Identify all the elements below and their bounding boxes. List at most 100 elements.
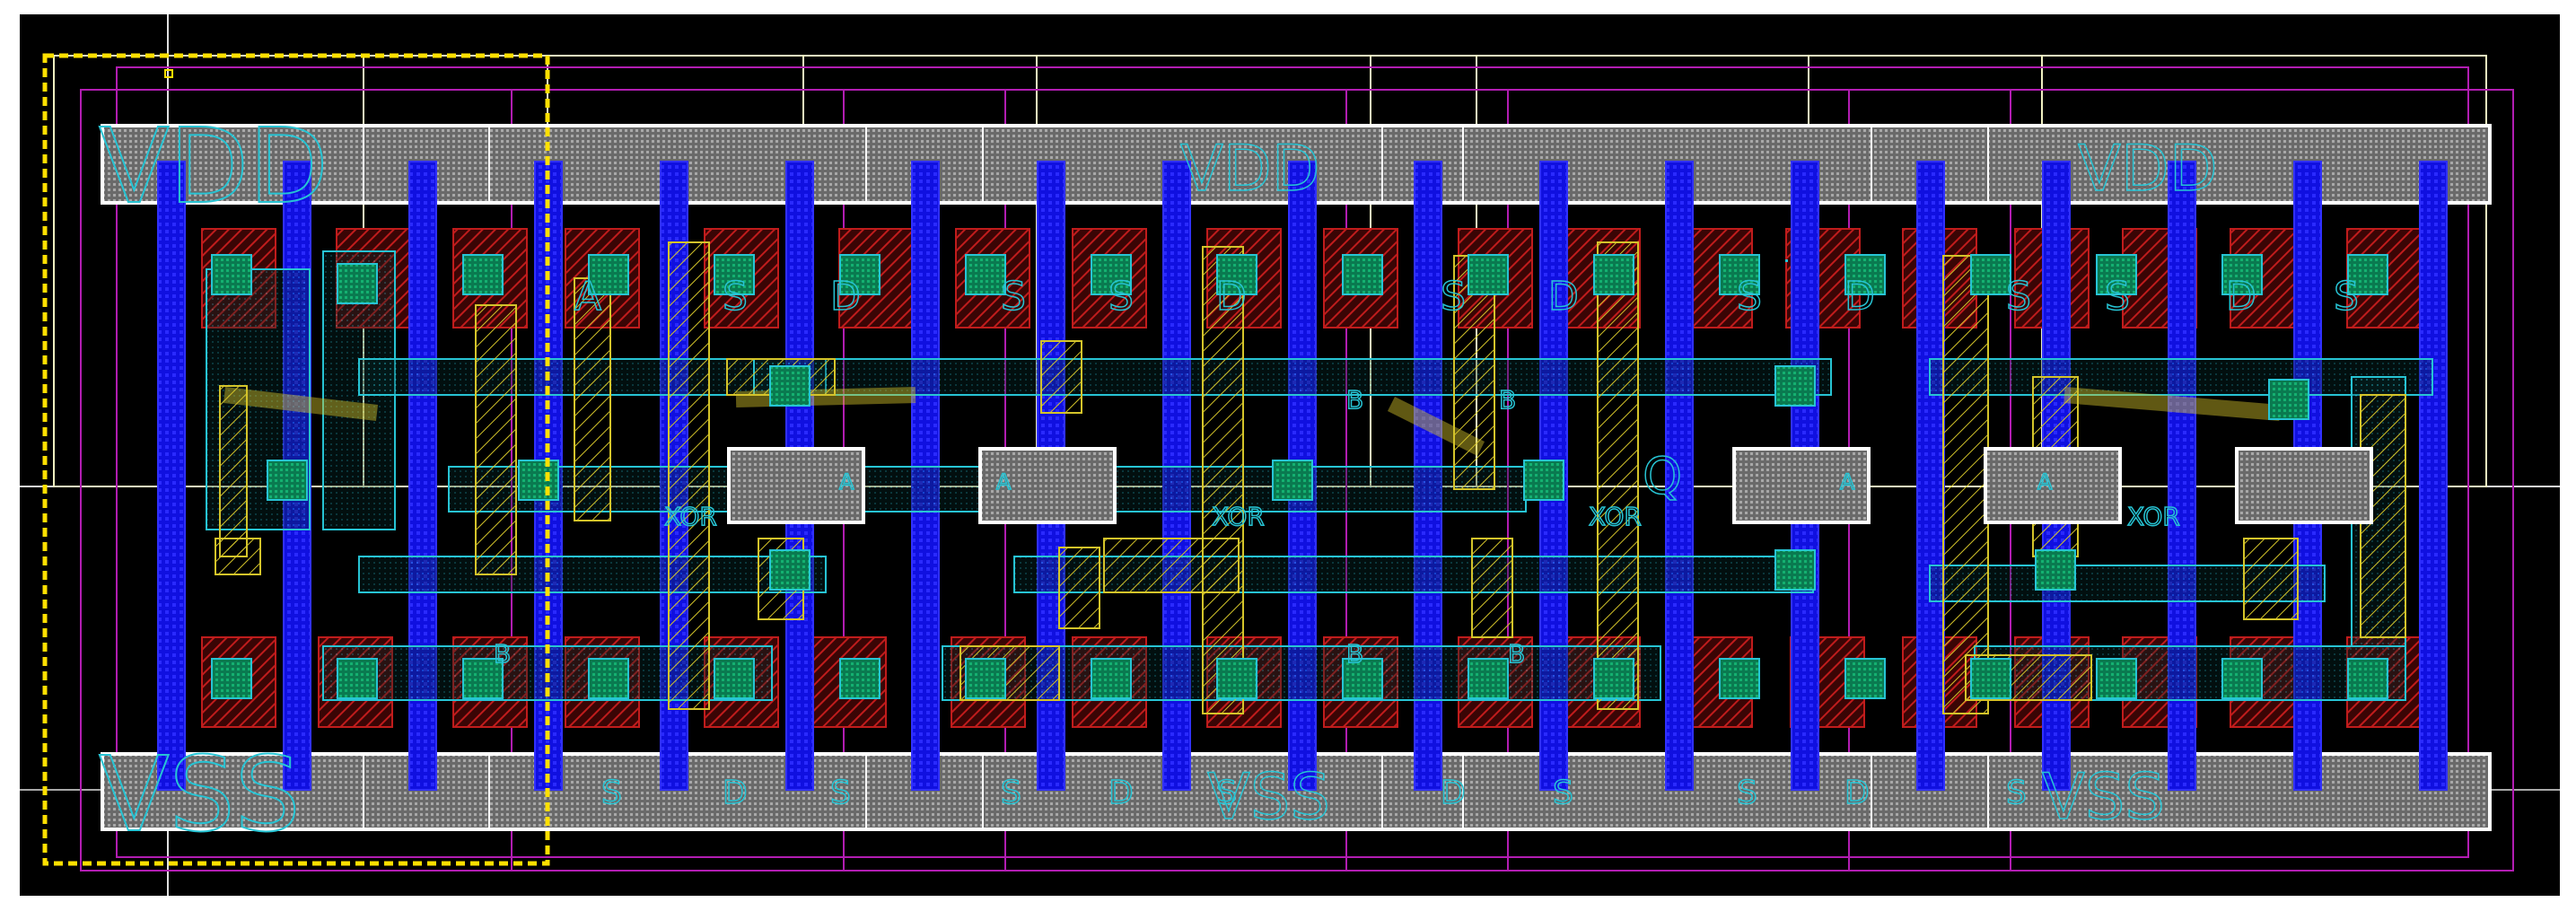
- contact-5: [839, 254, 881, 295]
- vss-rail-text-3: VSS: [2042, 760, 2165, 834]
- bottom-pin-label-1: D: [723, 775, 748, 811]
- bottom-pin-label-10: S: [2006, 775, 2027, 811]
- bottom-pin-label-0: S: [601, 775, 622, 811]
- contact-37: [518, 460, 559, 501]
- poly-gate-2: [475, 304, 517, 575]
- poly-gate-14: [2243, 538, 2299, 620]
- metal2-track-14: [1916, 161, 1945, 791]
- contact-28: [1468, 658, 1509, 699]
- top-pin-label-0: A: [574, 274, 601, 320]
- contact-2: [462, 254, 504, 295]
- contact-12: [1719, 254, 1760, 295]
- contact-30: [1719, 658, 1760, 699]
- bottom-pin-label-3: S: [1001, 775, 1021, 811]
- pin-box-2[interactable]: [1732, 447, 1871, 524]
- contact-20: [462, 658, 504, 699]
- vss-rail-label: VSS: [99, 735, 301, 855]
- input-pin-label-0: A: [839, 469, 854, 495]
- contact-34: [2221, 658, 2263, 699]
- contact-38: [769, 365, 810, 407]
- xor-label-1: XOR: [1212, 502, 1265, 531]
- b-node-label-4: B: [1508, 639, 1525, 669]
- vdd-rail-label: VDD: [99, 107, 329, 227]
- pin-box-4[interactable]: [2235, 447, 2373, 524]
- top-pin-label-10: S: [2006, 274, 2031, 320]
- bottom-pin-label-2: S: [830, 775, 851, 811]
- metal2-track-18: [2419, 161, 2448, 791]
- metal2-track-0: [157, 161, 186, 791]
- contact-10: [1468, 254, 1509, 295]
- contact-4: [714, 254, 755, 295]
- bottom-pin-label-7: S: [1553, 775, 1573, 811]
- contact-42: [2035, 549, 2076, 591]
- poly-strap-0: [223, 387, 379, 421]
- contact-24: [965, 658, 1006, 699]
- contact-36: [267, 460, 308, 501]
- contact-1: [337, 263, 378, 304]
- top-pin-label-11: S: [2105, 274, 2130, 320]
- top-pin-label-6: S: [1441, 274, 1466, 320]
- contact-22: [714, 658, 755, 699]
- bottom-pin-label-9: D: [1844, 775, 1870, 811]
- contact-3: [588, 254, 629, 295]
- bottom-pin-label-8: S: [1737, 775, 1757, 811]
- contact-35: [2347, 658, 2388, 699]
- vss-rail[interactable]: [101, 752, 2492, 831]
- bottom-pin-label-5: S: [1216, 775, 1237, 811]
- top-pin-label-1: S: [723, 274, 748, 320]
- pin-box-3[interactable]: [1984, 447, 2122, 524]
- contact-44: [769, 549, 810, 591]
- poly-strap-2: [1387, 396, 1485, 457]
- vdd-rail-text-3: VDD: [2078, 132, 2218, 206]
- vss-rail-text-2: VSS: [1207, 760, 1330, 834]
- pin-boxes[interactable]: [727, 447, 2373, 524]
- xor-label-2: XOR: [1589, 502, 1642, 531]
- poly-gate-1: [219, 385, 248, 557]
- bottom-pin-label-4: D: [1108, 775, 1134, 811]
- contact-27: [1342, 658, 1383, 699]
- contact-11: [1593, 254, 1634, 295]
- b-node-label-3: B: [1346, 639, 1363, 669]
- contact-16: [2221, 254, 2263, 295]
- b-node-label-0: B: [1346, 385, 1363, 415]
- pin-box-0[interactable]: [727, 447, 865, 524]
- xor-label-3: XOR: [2127, 502, 2180, 531]
- top-pin-label-7: D: [1548, 274, 1579, 320]
- selection-highlight[interactable]: [42, 53, 550, 866]
- poly-gates: [215, 241, 2406, 714]
- top-pin-label-3: S: [1001, 274, 1026, 320]
- bottom-pin-label-6: D: [1441, 775, 1466, 811]
- contact-0: [211, 254, 252, 295]
- poly-gate-4: [668, 241, 710, 710]
- contact-18: [211, 658, 252, 699]
- poly-gate-3: [574, 277, 611, 521]
- selection-origin-marker: [164, 69, 173, 78]
- contact-23: [839, 658, 881, 699]
- top-pin-label-9: D: [1844, 274, 1875, 320]
- contact-14: [1970, 254, 2011, 295]
- pin-box-1[interactable]: [978, 447, 1117, 524]
- top-pin-label-13: S: [2334, 274, 2359, 320]
- contact-26: [1216, 658, 1257, 699]
- contact-19: [337, 658, 378, 699]
- poly-gate-8: [1202, 246, 1244, 714]
- top-pin-label-2: D: [830, 274, 861, 320]
- top-pin-label-12: D: [2226, 274, 2256, 320]
- contact-15: [2096, 254, 2137, 295]
- b-node-label-1: B: [1499, 385, 1516, 415]
- contact-40: [1523, 460, 1564, 501]
- vdd-rail-text-2: VDD: [1180, 132, 1320, 206]
- contact-31: [1844, 658, 1886, 699]
- contact-8: [1216, 254, 1257, 295]
- contact-7: [1091, 254, 1132, 295]
- contact-29: [1593, 658, 1634, 699]
- poly-gate-11: [1597, 241, 1639, 710]
- poly-gate-10: [1471, 538, 1513, 638]
- contact-13: [1844, 254, 1886, 295]
- poly-gate-19: [1103, 538, 1240, 593]
- input-pin-label-3: A: [2037, 469, 2053, 495]
- contact-32: [1970, 658, 2011, 699]
- contact-45: [1774, 549, 1816, 591]
- contact-41: [1774, 365, 1816, 407]
